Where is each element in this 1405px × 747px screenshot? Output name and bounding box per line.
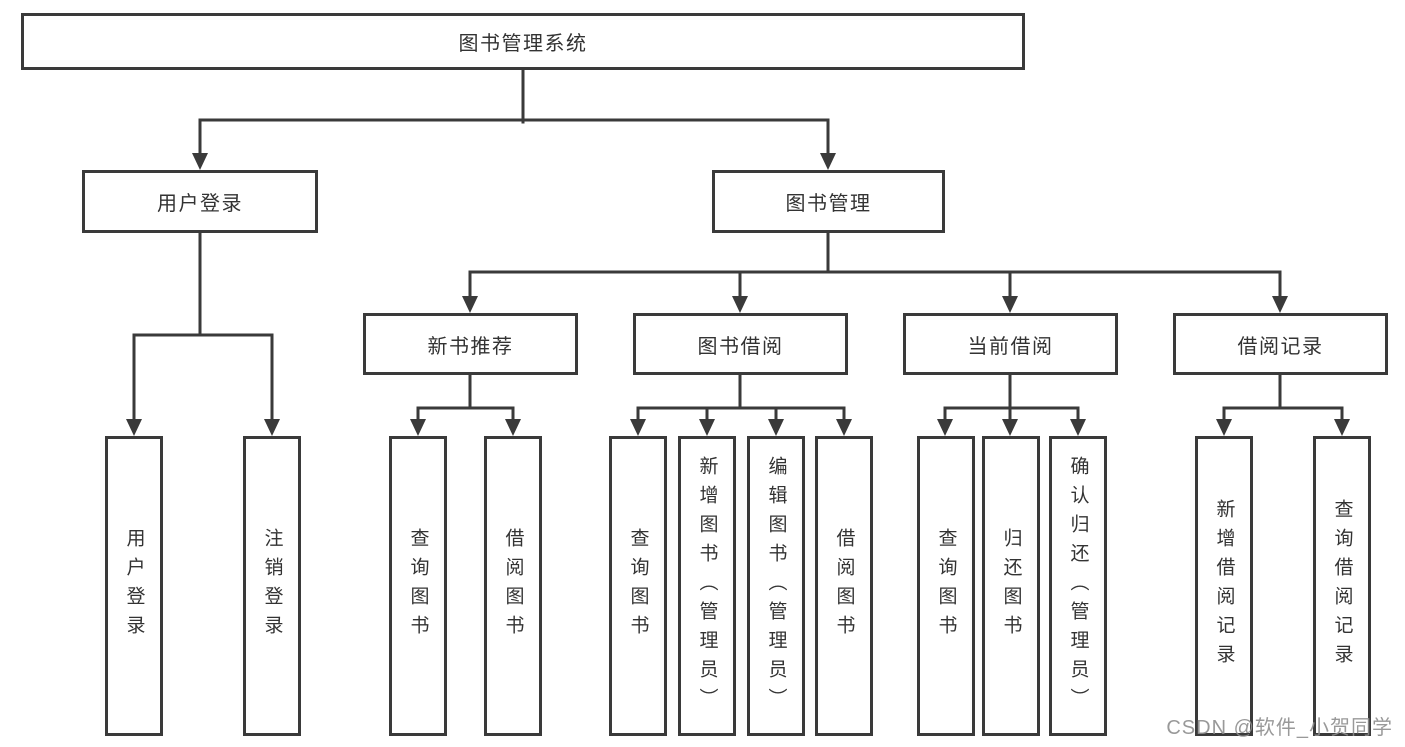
- node-user-login: 用户登录: [82, 170, 318, 233]
- leaf-user-login: 用户登录: [105, 436, 163, 736]
- leaf-borrow-book-borrow-label: 借阅图书: [833, 528, 855, 644]
- leaf-query-book-current: 查询图书: [917, 436, 975, 736]
- leaf-confirm-return-admin: 确认归还（管理员）: [1049, 436, 1107, 736]
- leaf-borrow-book-borrow: 借阅图书: [815, 436, 873, 736]
- node-current-borrow: 当前借阅: [903, 313, 1118, 375]
- node-book-management-label: 图书管理: [785, 193, 872, 215]
- node-new-book-recommend-label: 新书推荐: [427, 335, 514, 358]
- node-book-management: 图书管理: [712, 170, 945, 233]
- leaf-query-book-current-label: 查询图书: [935, 528, 957, 644]
- node-root: 图书管理系统: [21, 13, 1025, 70]
- csdn-watermark: CSDN @软件_小贺同学: [1166, 717, 1393, 739]
- tree-edges: [132, 68, 1344, 423]
- leaf-confirm-return-admin-label: 确认归还（管理员）: [1067, 455, 1089, 717]
- leaf-query-book-recommend: 查询图书: [389, 436, 447, 736]
- leaf-query-book-borrow: 查询图书: [609, 436, 667, 736]
- leaf-edit-book-admin-label: 编辑图书（管理员）: [765, 455, 787, 717]
- leaf-borrow-book-recommend-label: 借阅图书: [502, 528, 524, 644]
- leaf-return-book: 归还图书: [982, 436, 1040, 736]
- node-book-borrow: 图书借阅: [633, 313, 848, 375]
- node-current-borrow-label: 当前借阅: [967, 335, 1054, 358]
- leaf-add-borrow-record-label: 新增借阅记录: [1213, 499, 1235, 673]
- leaf-query-borrow-record: 查询借阅记录: [1313, 436, 1371, 736]
- leaf-add-book-admin-label: 新增图书（管理员）: [696, 455, 718, 717]
- node-new-book-recommend: 新书推荐: [363, 313, 578, 375]
- leaf-logout: 注销登录: [243, 436, 301, 736]
- leaf-query-borrow-record-label: 查询借阅记录: [1331, 499, 1353, 673]
- leaf-edit-book-admin: 编辑图书（管理员）: [747, 436, 805, 736]
- node-borrow-records-label: 借阅记录: [1237, 335, 1324, 358]
- node-root-label: 图书管理系统: [458, 33, 588, 55]
- leaf-add-borrow-record: 新增借阅记录: [1195, 436, 1253, 736]
- node-user-login-label: 用户登录: [157, 193, 243, 215]
- leaf-return-book-label: 归还图书: [1000, 528, 1022, 644]
- leaf-logout-label: 注销登录: [261, 528, 283, 644]
- leaf-query-book-recommend-label: 查询图书: [407, 528, 429, 644]
- leaf-add-book-admin: 新增图书（管理员）: [678, 436, 736, 736]
- node-book-borrow-label: 图书借阅: [697, 335, 784, 358]
- leaf-user-login-label: 用户登录: [123, 528, 145, 644]
- leaf-borrow-book-recommend: 借阅图书: [484, 436, 542, 736]
- node-borrow-records: 借阅记录: [1173, 313, 1388, 375]
- leaf-query-book-borrow-label: 查询图书: [627, 528, 649, 644]
